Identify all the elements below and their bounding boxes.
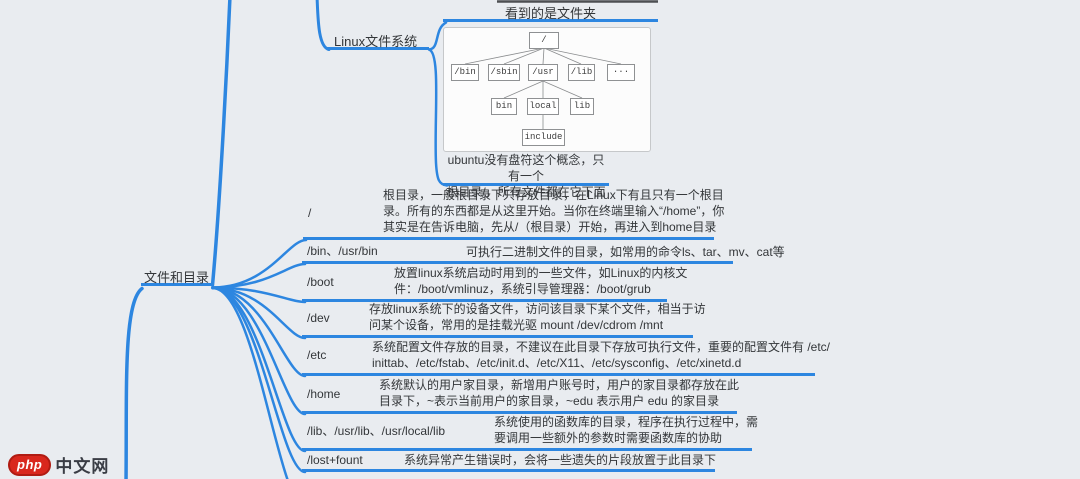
topic-ubuntu-note[interactable]: ubuntu没有盘符这个概念，只有一个 根目录/，所有文件都在它下面	[443, 152, 609, 199]
dir-node-home[interactable]: /home 系统默认的用户家目录，新增用户账号时，用户的家目录都存放在此 目录下…	[302, 378, 739, 414]
dir-desc: 系统异常产生错误时，会将一些遗失的片段放置于此目录下	[404, 453, 717, 467]
dir-node-boot[interactable]: /boot 放置linux系统启动时用到的一些文件，如Linux的内核文 件：/…	[302, 266, 687, 302]
dir-label: /lib、/usr/lib、/usr/local/lib	[307, 424, 446, 438]
dir-desc: 根目录，一般根目录下只存放目录，在Linux下有且只有一个根目 录。所有的东西都…	[383, 188, 725, 234]
topic-folders-note[interactable]: 看到的是文件夹	[443, 3, 658, 22]
dir-node-root[interactable]: / 根目录，一般根目录下只存放目录，在Linux下有且只有一个根目 录。所有的东…	[303, 188, 724, 240]
php-logo-badge: php	[8, 453, 52, 476]
tree-node-lib: /lib	[568, 64, 595, 81]
topic-linux-filesystem-label: Linux文件系统	[334, 34, 418, 49]
topic-files-and-directories[interactable]: 文件和目录	[141, 267, 212, 286]
site-logo-text: 中文网	[55, 457, 110, 476]
topic-files-and-directories-label: 文件和目录	[143, 270, 209, 285]
dir-label: /home	[307, 387, 341, 401]
dir-node-bin-usrbin[interactable]: /bin、/usr/bin 可执行二进制文件的目录，如常用的命令ls、tar、m…	[302, 244, 785, 264]
tree-node-root: /	[529, 32, 559, 49]
ubuntu-note-line1: ubuntu没有盘符这个概念，只有一个	[447, 153, 605, 183]
tree-node-sbin: /sbin	[488, 64, 520, 81]
directory-tree-image[interactable]: / /bin /sbin /usr /lib ··· bin local lib…	[443, 27, 651, 152]
tree-node-usr: /usr	[528, 64, 558, 81]
tree-node-usr-lib: lib	[570, 98, 594, 115]
tree-node-usr-local: local	[527, 98, 559, 115]
topic-linux-filesystem[interactable]: Linux文件系统	[327, 31, 429, 50]
dir-label: /etc	[307, 348, 327, 362]
topic-folders-note-label: 看到的是文件夹	[504, 6, 596, 21]
dir-label: /boot	[307, 275, 334, 289]
dir-desc: 系统使用的函数库的目录，程序在执行过程中，需 要调用一些额外的参数时需要函数库的…	[494, 415, 759, 445]
dir-node-lib[interactable]: /lib、/usr/lib、/usr/local/lib 系统使用的函数库的目录…	[302, 415, 758, 451]
dir-node-lostfount[interactable]: /lost+fount 系统异常产生错误时，会将一些遗失的片段放置于此目录下	[302, 453, 717, 472]
dir-desc: 系统默认的用户家目录，新增用户账号时，用户的家目录都存放在此 目录下，~表示当前…	[379, 378, 740, 408]
ubuntu-note-line2: 根目录/，所有文件都在它下面	[446, 185, 606, 199]
tree-node-more: ···	[607, 64, 635, 81]
tree-node-bin: /bin	[451, 64, 479, 81]
dir-node-dev[interactable]: /dev 存放linux系统下的设备文件，访问该目录下某个文件，相当于访 问某个…	[302, 302, 706, 338]
dir-node-etc[interactable]: /etc 系统配置文件存放的目录，不建议在此目录下存放可执行文件，重要的配置文件…	[302, 340, 830, 376]
tree-diagram-lines	[464, 47, 622, 129]
tree-node-include: include	[522, 129, 565, 146]
dir-label: /lost+fount	[307, 453, 363, 467]
dir-label: /	[308, 206, 312, 220]
site-logo: php 中文网	[8, 452, 109, 477]
dir-desc: 存放linux系统下的设备文件，访问该目录下某个文件，相当于访 问某个设备，常用…	[369, 302, 706, 332]
dir-desc: 可执行二进制文件的目录，如常用的命令ls、tar、mv、cat等	[466, 245, 785, 259]
tree-node-usr-bin: bin	[491, 98, 517, 115]
dir-label: /dev	[307, 311, 330, 325]
dir-label: /bin、/usr/bin	[307, 244, 378, 258]
dir-desc: 系统配置文件存放的目录，不建议在此目录下存放可执行文件，重要的配置文件有 /et…	[372, 340, 831, 370]
dir-desc: 放置linux系统启动时用到的一些文件，如Linux的内核文 件：/boot/v…	[394, 266, 688, 296]
